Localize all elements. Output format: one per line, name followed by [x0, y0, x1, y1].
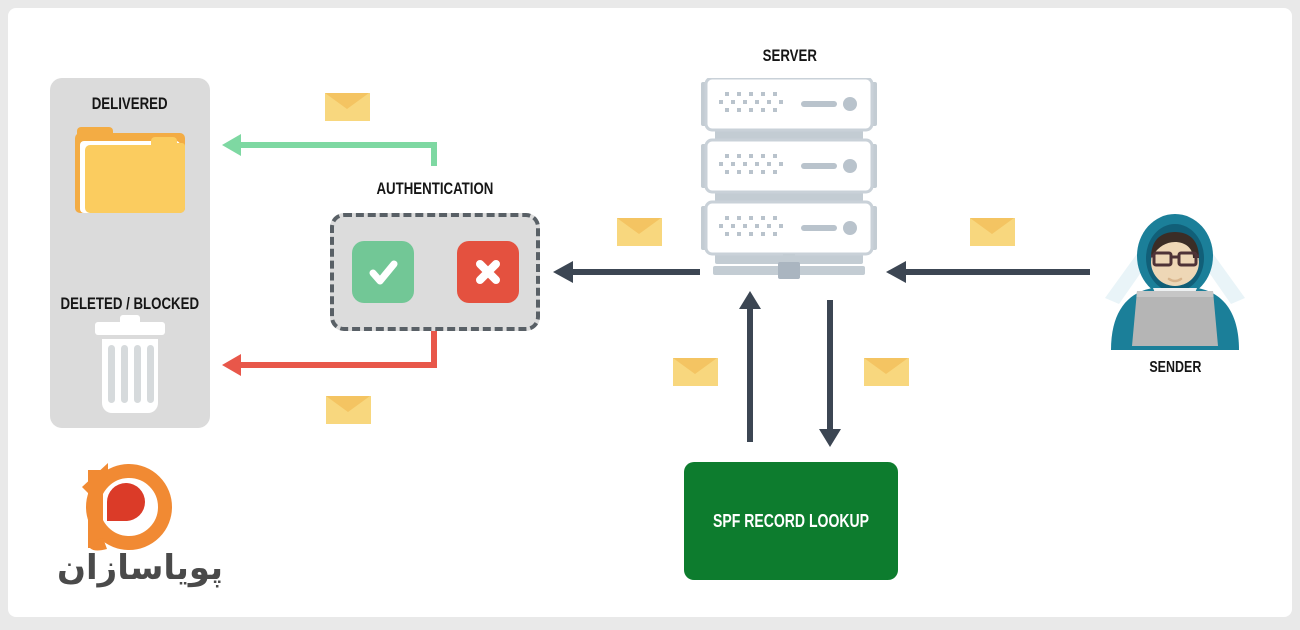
spf-record-lookup-box: SPF RECORD LOOKUP — [684, 462, 898, 580]
server-label: SERVER — [762, 46, 818, 65]
arrow-deleted-head — [222, 354, 241, 376]
deleted-label-wrap: DELETED / BLOCKED — [40, 294, 220, 314]
envelope-icon — [970, 218, 1015, 246]
spf-record-lookup-label: SPF RECORD LOOKUP — [712, 510, 869, 531]
envelope-icon — [673, 358, 718, 386]
sender-label-wrap: SENDER — [1105, 359, 1245, 377]
hooded-sender-icon — [1105, 214, 1245, 350]
envelope-icon — [864, 358, 909, 386]
pouyasazan-logo — [82, 463, 172, 551]
sender-label: SENDER — [1148, 359, 1202, 376]
check-icon — [369, 260, 398, 285]
arrow-delivered-vertical — [431, 142, 437, 166]
trash-icon — [95, 315, 165, 413]
brand-name: پویاسازان — [56, 548, 224, 588]
authentication-box — [330, 213, 540, 331]
cross-badge — [457, 241, 519, 303]
canvas-card — [8, 8, 1292, 617]
folder-icon — [75, 127, 185, 213]
arrow-spf-to-server-line — [747, 307, 753, 442]
arrow-server-to-auth-line — [572, 269, 700, 275]
arrow-sender-to-server-line — [905, 269, 1090, 275]
arrow-delivered-head — [222, 134, 241, 156]
arrow-server-to-auth-head — [553, 261, 573, 283]
envelope-icon — [617, 218, 662, 246]
arrow-server-to-spf-line — [827, 300, 833, 431]
x-icon — [476, 260, 500, 284]
arrow-deleted-line — [238, 362, 437, 368]
server-stack-icon — [701, 78, 877, 279]
delivered-label: DELIVERED — [92, 94, 168, 113]
envelope-icon — [326, 396, 371, 424]
arrow-spf-to-server-head — [739, 291, 761, 309]
envelope-icon — [325, 93, 370, 121]
authentication-label: AUTHENTICATION — [376, 179, 494, 198]
arrow-deleted-vertical — [431, 331, 437, 365]
arrow-server-to-spf-head — [819, 429, 841, 447]
arrow-delivered-line — [238, 142, 437, 148]
arrow-sender-to-server-head — [886, 261, 906, 283]
deleted-blocked-label: DELETED / BLOCKED — [60, 294, 200, 313]
delivered-label-wrap: DELIVERED — [50, 94, 210, 114]
server-label-wrap: SERVER — [700, 46, 880, 66]
authentication-label-wrap: AUTHENTICATION — [330, 179, 540, 199]
check-badge — [352, 241, 414, 303]
